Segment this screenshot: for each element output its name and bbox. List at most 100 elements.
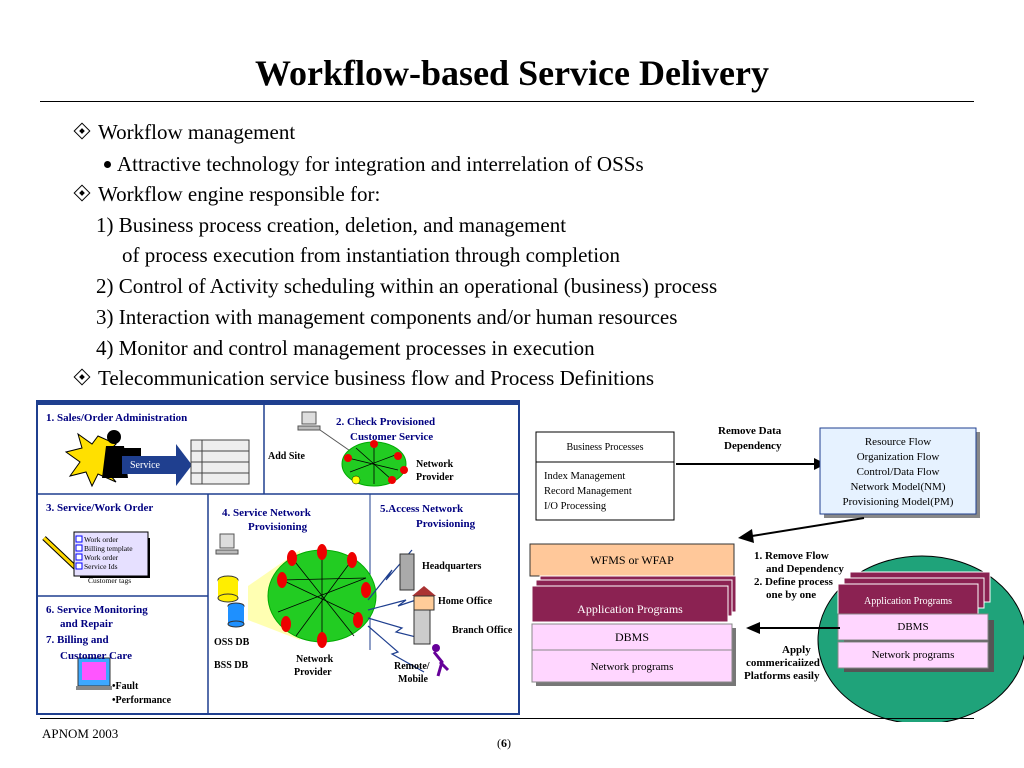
architecture-graphics — [529, 427, 1024, 722]
branch-office-icon — [413, 609, 431, 645]
dot-icon — [104, 161, 111, 168]
organization-flow: Organization Flow — [856, 451, 940, 463]
link-headquarters — [367, 549, 413, 601]
computer-icon — [301, 411, 317, 425]
app-layer — [531, 585, 729, 623]
section-service-network-1: 4. Service Network — [222, 507, 311, 519]
person-head — [107, 430, 121, 444]
footer-rule — [40, 718, 974, 719]
checklist-item-2: Billing template — [84, 544, 133, 553]
bullet-3: Workflow engine responsible for: — [73, 182, 380, 207]
section-check-provisioned-1: 2. Check Provisioned — [336, 416, 436, 428]
bss-db-label: BSS DB — [214, 660, 249, 671]
node — [344, 454, 352, 462]
dbms-layer — [531, 623, 733, 651]
step-remove-flow-2: and Dependency — [766, 563, 844, 575]
link-remote — [367, 625, 425, 673]
add-site-label: Add Site — [268, 451, 305, 462]
network-programs-label: Network programs — [590, 661, 674, 673]
section-access-network-2: Provisioning — [416, 518, 476, 530]
dbms-label: DBMS — [614, 630, 649, 644]
link-branch — [367, 617, 429, 641]
remove-data-label-1: Remove Data — [718, 425, 782, 437]
remove-data-label-2: Dependency — [724, 440, 782, 452]
apply-label-1: Apply — [782, 644, 811, 656]
circle-net-label: Network programs — [871, 649, 955, 661]
business-functions-box — [535, 461, 675, 521]
step-remove-flow-1: 1. Remove Flow — [754, 550, 829, 562]
home-office-label: Home Office — [438, 596, 493, 607]
bullet-5: of process execution from instantiation … — [122, 243, 621, 267]
bullet-4: 1) Business process creation, deletion, … — [96, 213, 567, 237]
io-processing-label: I/O Processing — [544, 501, 607, 512]
remote-label-2: Mobile — [398, 674, 428, 685]
section-monitoring-2: and Repair — [60, 618, 113, 630]
section-check-provisioned-2: Customer Service — [350, 431, 434, 443]
apply-label-2: commericaiized — [746, 657, 820, 669]
control-data-flow: Control/Data Flow — [856, 466, 940, 478]
bullet-2: Attractive technology for integration an… — [104, 152, 644, 177]
app-programs-label: Application Programs — [577, 602, 683, 616]
section-billing-1: 7. Billing and — [46, 634, 109, 646]
section-service-network-2: Provisioning — [248, 521, 308, 533]
network-provider-top-2: Provider — [416, 472, 454, 483]
service-arrow-body — [122, 456, 182, 474]
performance-label: •Performance — [112, 695, 172, 706]
workflow-architecture-diagram: Business Processes Index Management Reco… — [524, 420, 1024, 722]
footer-conference: APNOM 2003 — [42, 726, 119, 741]
wfms-label: WFMS or WFAP — [590, 553, 674, 567]
headquarters-label: Headquarters — [422, 561, 482, 572]
bullet-8: 4) Monitor and control management proces… — [96, 336, 595, 360]
bullet-6: 2) Control of Activity scheduling within… — [96, 274, 718, 298]
circle-app-label: Application Programs — [863, 596, 953, 607]
section-monitoring-1: 6. Service Monitoring — [46, 604, 148, 616]
network-provider-top-1: Network — [416, 459, 454, 470]
bullet-7: 3) Interaction with management component… — [96, 305, 678, 329]
section-sales-order: 1. Sales/Order Administration — [46, 412, 188, 424]
checklist-item-1: Work order — [84, 535, 119, 544]
resource-flow: Resource Flow — [864, 436, 932, 448]
network-provider-bottom-1: Network — [296, 654, 334, 665]
step-define-process-2: one by one — [766, 589, 817, 601]
frame-top-band — [38, 402, 518, 405]
bullet-9: Telecommunication service business flow … — [73, 366, 654, 391]
step-define-process-1: 2. Define process — [754, 576, 833, 588]
service-flow-graphics — [36, 400, 520, 715]
home-office-roof — [412, 586, 436, 596]
fault-label: •Fault — [112, 681, 139, 692]
service-arrow-head — [176, 444, 192, 486]
network-model: Network Model(NM) — [850, 481, 946, 493]
business-processes-label: Business Processes — [566, 442, 644, 453]
circle-net-layer — [837, 641, 989, 669]
resource-box — [819, 427, 977, 515]
service-label: Service — [130, 460, 160, 471]
oss-db-label: OSS DB — [214, 637, 250, 648]
arrow-to-wfms — [751, 517, 865, 537]
resource-box-text: Resource Flow Organization Flow Control/… — [820, 435, 976, 510]
page-title: Workflow-based Service Delivery — [255, 53, 769, 93]
checklist-item-4: Service Ids — [84, 562, 118, 571]
diamond-icon — [73, 122, 91, 140]
section-service-work-order: 3. Service/Work Order — [46, 502, 154, 514]
bullet-1: Workflow management — [73, 120, 295, 145]
apply-label-3: Platforms easily — [744, 670, 820, 682]
home-office-icon — [413, 595, 435, 611]
remote-label-1: Remote/ — [394, 661, 430, 672]
diamond-icon — [73, 184, 91, 202]
section-access-network-1: 5.Access Network — [380, 503, 464, 515]
checklist-card — [73, 531, 149, 577]
network-provider-bottom-2: Provider — [294, 667, 332, 678]
circle-dbms-label: DBMS — [897, 621, 929, 633]
diamond-icon — [73, 368, 91, 386]
service-flow-diagram: 1. Sales/Order Administration Service 2.… — [36, 400, 520, 716]
business-processes-box — [535, 431, 675, 463]
checklist-item-3: Work order — [84, 553, 119, 562]
network-programs-layer — [531, 649, 733, 683]
section-billing-2: Customer Care — [60, 650, 132, 662]
page-number: (6) — [497, 736, 511, 750]
title-rule — [40, 101, 974, 102]
wfms-layer — [529, 543, 735, 577]
branch-office-label: Branch Office — [452, 625, 513, 636]
mobile-user-icon — [432, 644, 440, 652]
link-home — [367, 595, 429, 611]
